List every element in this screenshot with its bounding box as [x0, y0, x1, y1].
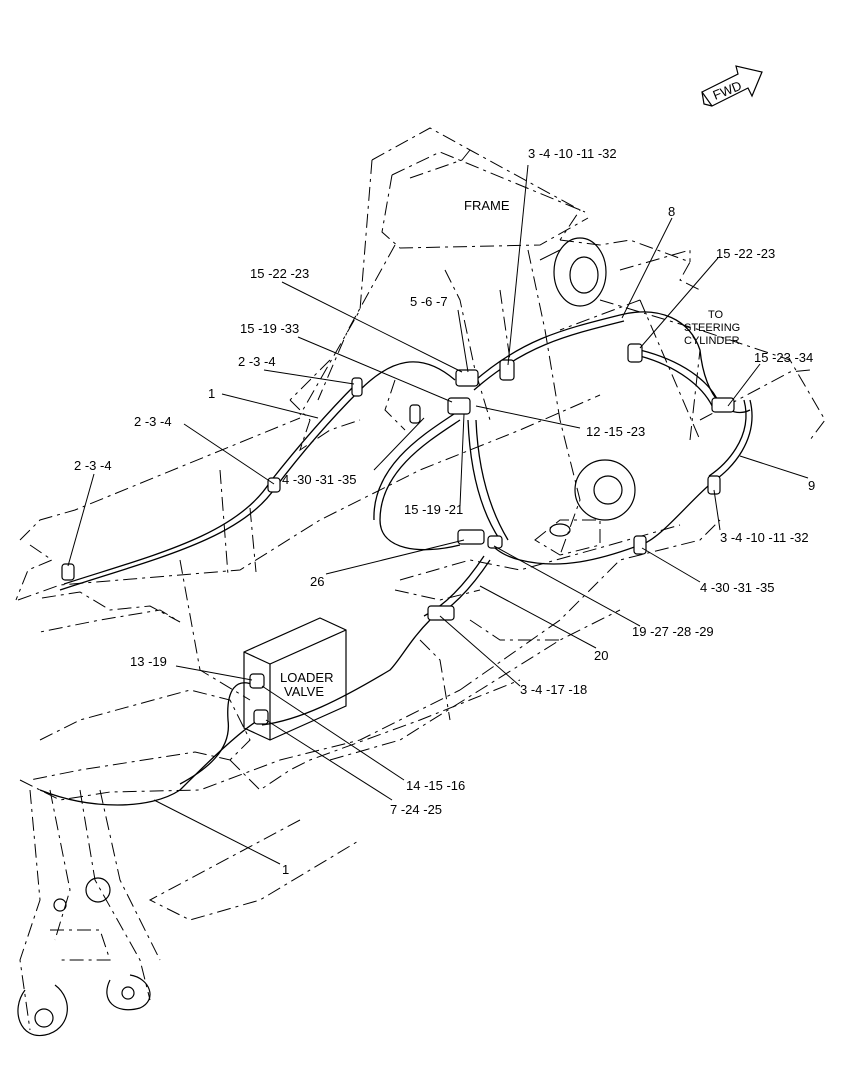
callout-3-4-17-18: 3 -4 -17 -18 [520, 682, 587, 697]
fwd-arrow: FWD [701, 65, 763, 107]
callout-15-22-23-left: 15 -22 -23 [250, 266, 309, 281]
fwd-label: FWD [711, 78, 744, 103]
loader-valve: LOADER VALVE [243, 617, 347, 741]
loader-arm [17, 789, 161, 1037]
steering-note-1: TO [708, 309, 724, 321]
callouts: 3 -4 -10 -11 -32 8 15 -22 -23 15 -22 -23… [74, 146, 815, 877]
callout-5-6-7: 5 -6 -7 [410, 294, 448, 309]
callout-2-3-4-upper: 2 -3 -4 [238, 354, 276, 369]
fittings [61, 343, 735, 725]
callout-9: 9 [808, 478, 815, 493]
callout-14-15-16: 14 -15 -16 [406, 778, 465, 793]
callout-7-24-25: 7 -24 -25 [390, 802, 442, 817]
callout-8: 8 [668, 204, 675, 219]
callout-3-4-10-11-32-top: 3 -4 -10 -11 -32 [528, 146, 617, 161]
callout-13-19: 13 -19 [130, 654, 167, 669]
frame-pivot-upper [539, 237, 607, 307]
callout-20: 20 [594, 648, 608, 663]
callout-2-3-4-middle: 2 -3 -4 [134, 414, 172, 429]
callout-1-lower: 1 [282, 862, 289, 877]
frame-outline [15, 127, 826, 633]
frame-pivot-lower [534, 459, 636, 556]
callout-15-23-34: 15 -23 -34 [754, 350, 813, 365]
callout-1-upper: 1 [208, 386, 215, 401]
lower-frame [19, 299, 721, 921]
callout-15-19-21: 15 -19 -21 [404, 502, 463, 517]
steering-note-3: CYLINDER [684, 335, 740, 347]
callout-19-27-28-29: 19 -27 -28 -29 [632, 624, 714, 639]
leader-lines [67, 164, 809, 865]
frame-label: FRAME [464, 198, 510, 213]
callout-15-19-33: 15 -19 -33 [240, 321, 299, 336]
callout-4-30-31-35-upper: 4 -30 -31 -35 [282, 472, 356, 487]
callout-4-30-31-35-lower: 4 -30 -31 -35 [700, 580, 774, 595]
hydraulic-hoses [39, 311, 753, 806]
loader-valve-label-2: VALVE [284, 684, 324, 699]
callout-15-22-23-right: 15 -22 -23 [716, 246, 775, 261]
callout-12-15-23: 12 -15 -23 [586, 424, 645, 439]
callout-26: 26 [310, 574, 324, 589]
loader-valve-label-1: LOADER [280, 670, 333, 685]
callout-3-4-10-11-32-lower: 3 -4 -10 -11 -32 [720, 530, 809, 545]
callout-2-3-4-left: 2 -3 -4 [74, 458, 112, 473]
steering-note-2: STEERING [684, 322, 740, 334]
